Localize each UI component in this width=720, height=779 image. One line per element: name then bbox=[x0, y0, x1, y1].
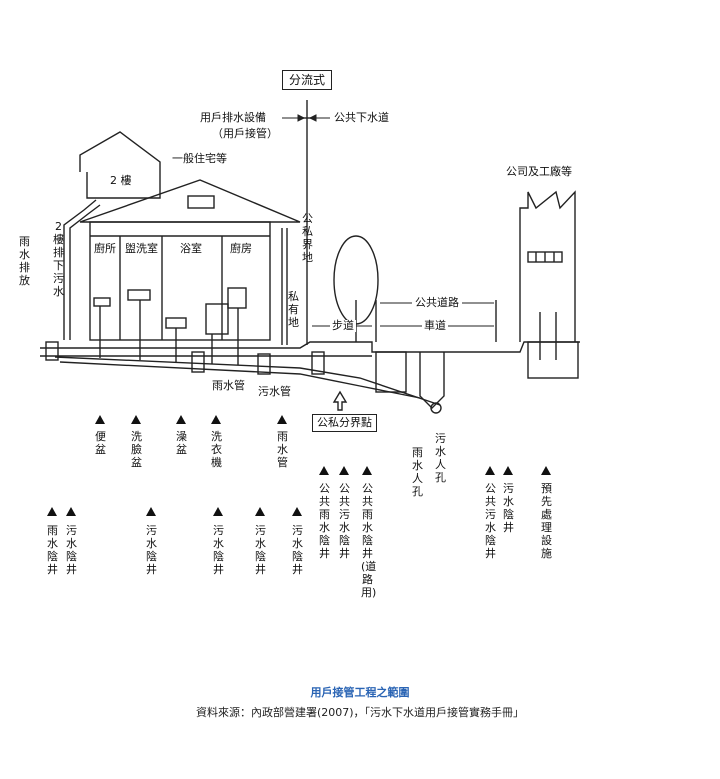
marker-triangle bbox=[292, 507, 302, 516]
toilet-fixture bbox=[93, 297, 111, 307]
room-washroom: 盥洗室 bbox=[125, 242, 158, 255]
room-kitchen-toilet: 廚所 bbox=[94, 242, 116, 255]
legend-sewage-inlet-4: 污水陰井 bbox=[255, 524, 266, 576]
marker-triangle bbox=[176, 415, 186, 424]
marker-triangle bbox=[362, 466, 372, 475]
caption-source: 資料來源：內政部營建署(2007)，「污水下水道用戶接管實務手冊」 bbox=[195, 706, 525, 719]
boundary-arrow bbox=[332, 390, 348, 411]
second-floor-drain-label: 2樓排下污水 bbox=[53, 220, 64, 298]
legend-pretreatment: 預先處理設施 bbox=[541, 482, 552, 560]
caption-title: 用戶接管工程之範圍 bbox=[310, 686, 410, 699]
ground-line bbox=[40, 341, 580, 353]
legend-sewage-inlet-b: 污水陰井 bbox=[503, 482, 514, 534]
sewage-pipe-label: 污水管 bbox=[258, 385, 291, 398]
marker-triangle bbox=[485, 466, 495, 475]
user-drain-facility-label: 用戶排水設備 bbox=[200, 111, 266, 124]
marker-triangle bbox=[319, 466, 329, 475]
legend-washing-machine: 洗衣機 bbox=[211, 430, 222, 469]
split-system-title: 分流式 bbox=[282, 70, 333, 90]
house-body bbox=[89, 221, 271, 341]
marker-triangle bbox=[277, 415, 287, 424]
second-floor-outline bbox=[79, 131, 161, 199]
marker-triangle bbox=[146, 507, 156, 516]
private-land-label: 私有地 bbox=[288, 290, 299, 329]
legend-sewage-inlet-1: 污水陰井 bbox=[66, 524, 77, 576]
legend-public-rain-inlet-road: 公共雨水陰井(道路用) bbox=[361, 482, 377, 599]
rain-pipe-label: 雨水管 bbox=[212, 379, 245, 392]
room-bathroom: 浴室 bbox=[180, 242, 202, 255]
marker-triangle bbox=[213, 507, 223, 516]
legend-sewage-inlet-2: 污水陰井 bbox=[146, 524, 157, 576]
rain-downpipe bbox=[63, 199, 97, 340]
factory-outline bbox=[519, 190, 576, 342]
legend-washbasin: 洗臉盆 bbox=[131, 430, 142, 469]
legend-sewage-inlet-5: 污水陰井 bbox=[292, 524, 303, 576]
public-road-label: 公共道路 bbox=[412, 297, 462, 309]
legend-public-rain-inlet: 公共雨水陰井 bbox=[319, 482, 330, 560]
public-sewer-label: 公共下水道 bbox=[334, 111, 389, 124]
legend-rain-pipe: 雨水管 bbox=[277, 430, 288, 469]
marker-triangle bbox=[339, 466, 349, 475]
company-factory-label: 公司及工廠等 bbox=[506, 165, 572, 178]
marker-triangle bbox=[211, 415, 221, 424]
user-connection-label: （用戶接管） bbox=[212, 127, 278, 140]
marker-triangle bbox=[95, 415, 105, 424]
sewage-manhole-label: 污水人孔 bbox=[435, 432, 446, 484]
rain-manhole-label: 雨水人孔 bbox=[412, 446, 423, 498]
marker-triangle bbox=[541, 466, 551, 475]
public-private-boundary-label: 公私界地 bbox=[302, 212, 313, 264]
marker-triangle bbox=[66, 507, 76, 516]
legend-sewage-inlet-3: 污水陰井 bbox=[213, 524, 224, 576]
sewage-manhole-shaft bbox=[419, 352, 445, 409]
general-residence-label: 一般住宅等 bbox=[172, 152, 227, 165]
pretreatment-tank bbox=[527, 341, 579, 379]
legend-public-sewage-inlet-b: 公共污水陰井 bbox=[485, 482, 496, 560]
marker-triangle bbox=[503, 466, 513, 475]
rain-discharge-label: 雨水排放 bbox=[19, 235, 30, 287]
legend-rain-inlet: 雨水陰井 bbox=[47, 524, 58, 576]
marker-triangle bbox=[47, 507, 57, 516]
legend-public-sewage-inlet: 公共污水陰井 bbox=[339, 482, 350, 560]
sidewalk-label: 步道 bbox=[330, 319, 356, 332]
boundary-point-label: 公私分界點 bbox=[312, 414, 377, 432]
marker-triangle bbox=[255, 507, 265, 516]
legend-bathtub: 澡盆 bbox=[176, 430, 187, 456]
roof-vent bbox=[187, 195, 215, 209]
marker-triangle bbox=[131, 415, 141, 424]
rain-manhole-shaft bbox=[375, 351, 407, 393]
washing-machine bbox=[205, 303, 229, 335]
legend-toilet: 便盆 bbox=[95, 430, 106, 456]
roadway-label: 車道 bbox=[422, 319, 448, 332]
room-kitchen: 廚房 bbox=[230, 242, 252, 255]
second-floor-label: 2 樓 bbox=[110, 174, 132, 187]
